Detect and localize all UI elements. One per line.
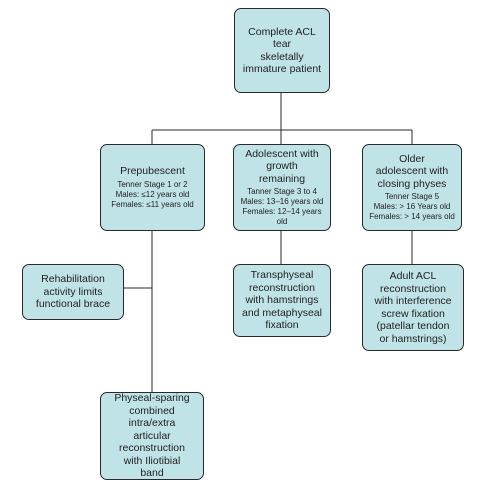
node-prepubescent: Prepubescent Tenner Stage 1 or 2 Males: … xyxy=(100,144,205,231)
node-adult-acl: Adult ACL reconstruction with interferen… xyxy=(362,264,464,351)
node-transphyseal: Transphyseal reconstruction with hamstri… xyxy=(233,264,331,337)
node-older: Older adolescent with closing physes Ten… xyxy=(362,144,462,231)
node-adult-acl-title: Adult ACL reconstruction with interferen… xyxy=(374,270,452,345)
node-rehab: Rehabilitation activity limits functiona… xyxy=(22,264,124,320)
node-older-title: Older adolescent with closing physes xyxy=(375,152,449,190)
node-prepubescent-title: Prepubescent xyxy=(120,165,185,178)
node-adolescent-title: Adolescent with growth remaining xyxy=(245,147,319,185)
node-adolescent: Adolescent with growth remaining Tanner … xyxy=(233,144,331,231)
node-adolescent-detail: Tanner Stage 3 to 4 Males: 13–16 years o… xyxy=(240,187,324,227)
node-prepubescent-detail: Tenner Stage 1 or 2 Males: ≤12 years old… xyxy=(111,179,194,209)
node-physeal-sparing-title: Physeal-sparing combined intra/extra art… xyxy=(114,392,190,480)
node-older-detail: Tenner Stage 5 Males: > 16 Years old Fem… xyxy=(369,192,455,222)
node-rehab-title: Rehabilitation activity limits functiona… xyxy=(35,273,111,311)
node-physeal-sparing: Physeal-sparing combined intra/extra art… xyxy=(100,392,204,480)
node-transphyseal-title: Transphyseal reconstruction with hamstri… xyxy=(242,269,322,332)
node-root: Complete ACL tear skeletally immature pa… xyxy=(234,8,330,93)
node-root-title: Complete ACL tear skeletally immature pa… xyxy=(242,25,322,76)
